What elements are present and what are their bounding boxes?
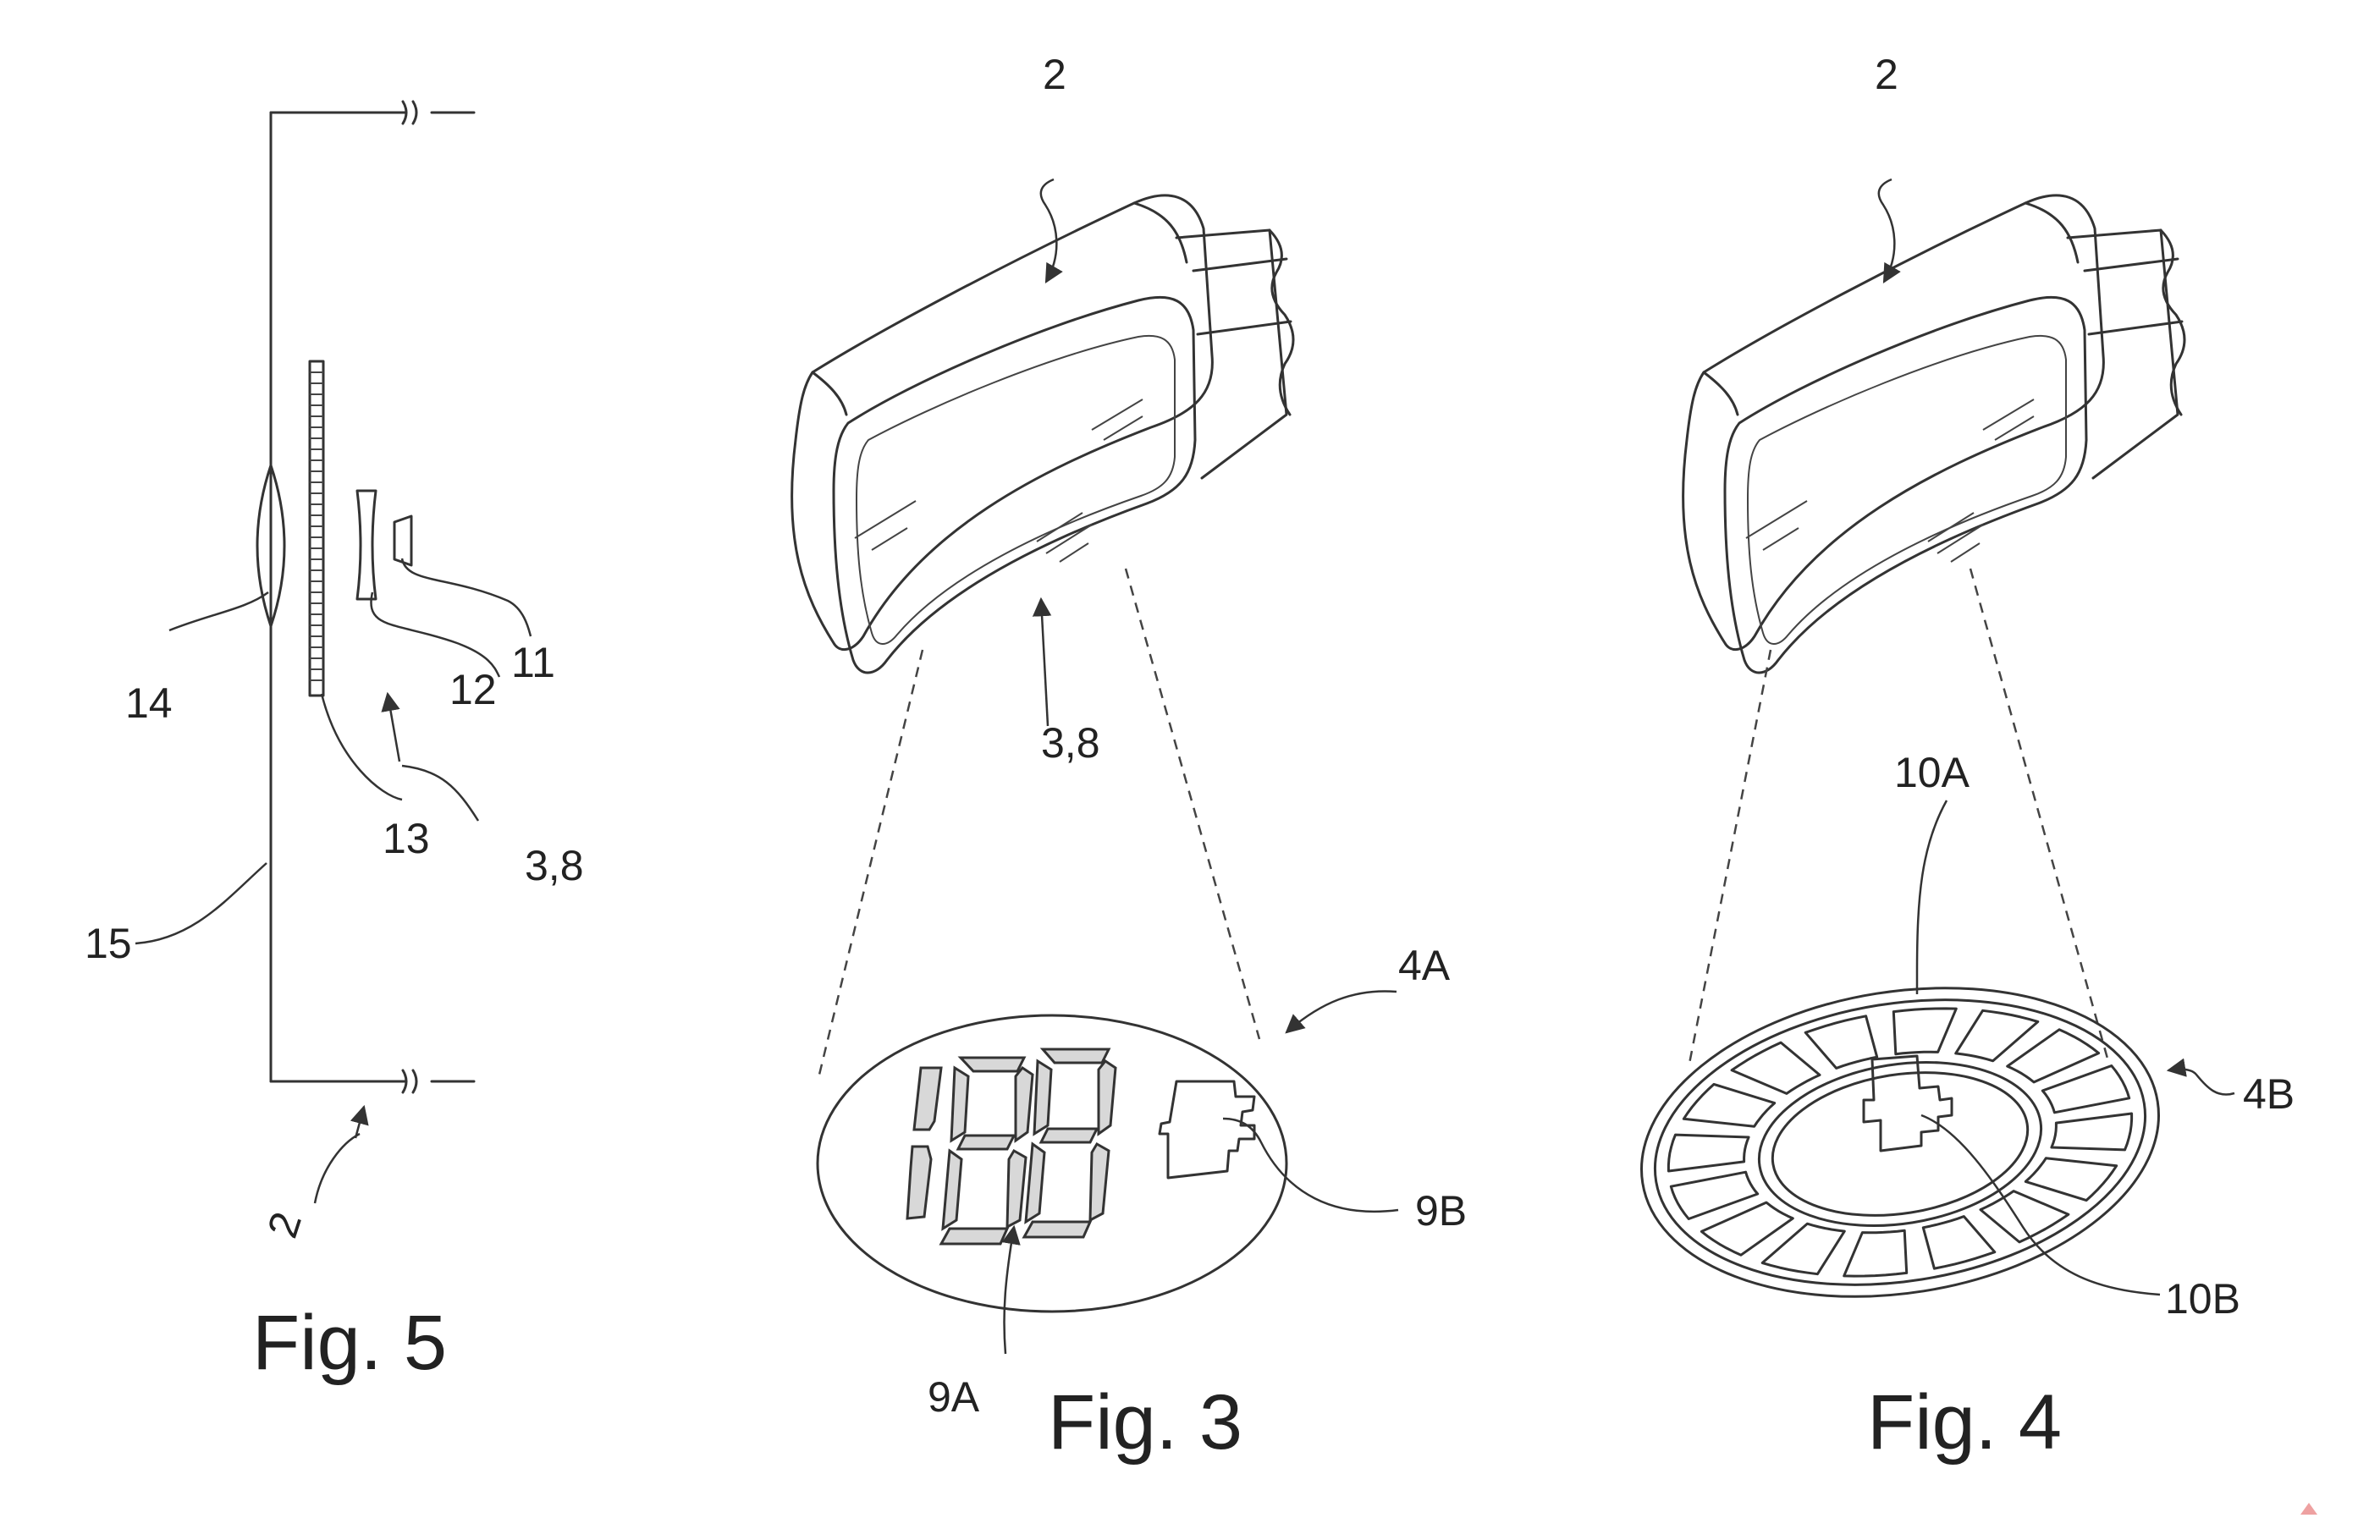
digit-eight-2 <box>1022 1048 1117 1239</box>
mirror-housing-outline <box>269 100 476 1094</box>
ref-label-4B: 4B <box>2243 1070 2295 1118</box>
ref-label-2: 2 <box>1875 51 1898 98</box>
ref-label-9A: 9A <box>928 1373 980 1421</box>
projection-area-4B <box>1640 987 2160 1298</box>
ring-segment <box>1760 1222 1846 1276</box>
ring-segment <box>2024 1157 2118 1202</box>
segment-ring-10A <box>1667 1007 2134 1278</box>
concave-lens <box>355 489 377 601</box>
ring-segment <box>2050 1112 2134 1152</box>
ref-label-2: 2 <box>1043 51 1066 98</box>
figure-4: 2 10A 4B 10B Fig. 4 <box>1640 51 2295 1466</box>
ref-label-14: 14 <box>125 679 173 727</box>
ref-label-11: 11 <box>511 639 555 686</box>
ref-label-13: 13 <box>383 815 430 862</box>
ref-label-15: 15 <box>85 920 132 967</box>
ring-segment <box>1667 1133 1750 1173</box>
ring-segment <box>1804 1015 1879 1070</box>
ref-label-3-8: 3,8 <box>1041 719 1100 767</box>
figure-caption-3: Fig. 3 <box>1048 1379 1242 1466</box>
ref-label-10A: 10A <box>1894 749 1970 796</box>
ref-label-3-8: 3,8 <box>525 842 584 889</box>
segment-display-digits <box>906 1048 1117 1246</box>
ring-segment <box>1669 1170 1760 1220</box>
light-source <box>393 514 413 567</box>
ring-segment <box>1730 1041 1821 1095</box>
ring-segment <box>1700 1201 1794 1257</box>
figure-5: 14 13 12 11 3,8 15 2 Fig. 5 <box>85 100 584 1386</box>
convex-lens <box>256 464 286 628</box>
corner-watermark-logo <box>2300 1503 2317 1515</box>
gearbox-icon-10B <box>1862 1054 1953 1152</box>
gearbox-icon-9B <box>1158 1080 1256 1180</box>
ring-segment <box>2006 1028 2101 1084</box>
ref-label-2: 2 <box>258 1207 311 1244</box>
ring-segment <box>1843 1229 1909 1278</box>
ring-segment <box>1892 1007 1958 1056</box>
ring-segment <box>1682 1082 1777 1128</box>
side-mirror <box>1682 194 2186 674</box>
hatched-plate <box>308 360 325 697</box>
ref-label-10B: 10B <box>2165 1275 2240 1323</box>
ref-label-9B: 9B <box>1415 1187 1467 1235</box>
digit-one <box>906 1066 943 1220</box>
projection-area-4A <box>816 1014 1288 1313</box>
ref-label-4A: 4A <box>1398 942 1451 989</box>
side-mirror <box>791 194 1295 674</box>
ring-segment <box>1954 1009 2040 1063</box>
ring-segment <box>2041 1064 2131 1114</box>
ref-label-12: 12 <box>449 666 497 713</box>
figure-caption-4: Fig. 4 <box>1867 1379 2062 1466</box>
ring-segment <box>1979 1190 2070 1244</box>
digit-eight-1 <box>939 1056 1034 1246</box>
figure-3: 2 3,8 4A 9A 9B Fig. 3 <box>791 51 1467 1466</box>
figure-caption-5: Fig. 5 <box>252 1300 447 1386</box>
ring-segment <box>1921 1215 1997 1270</box>
